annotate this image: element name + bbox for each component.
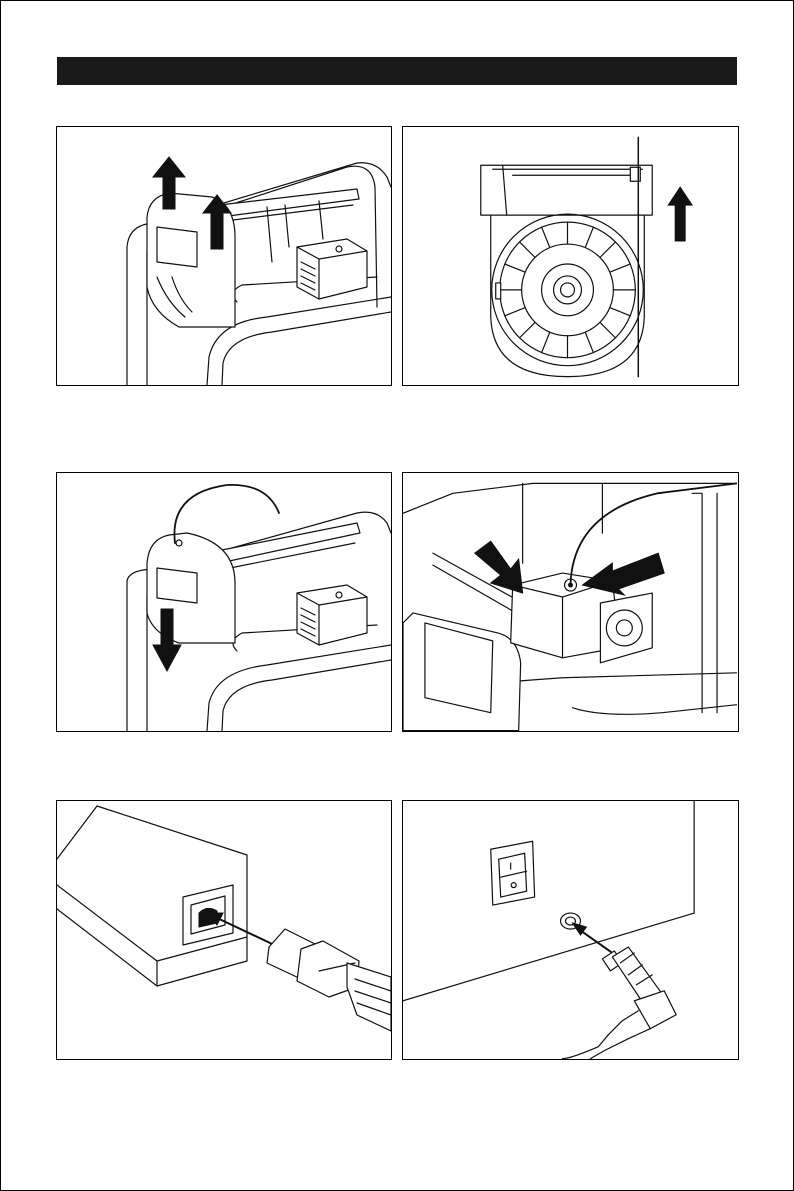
spool-holder-drawing xyxy=(403,127,737,385)
power-jack-drawing xyxy=(403,801,737,1059)
section-header-bar xyxy=(57,57,737,85)
illustration-insert-filament xyxy=(402,472,739,732)
printer-top-lower-drawing xyxy=(57,473,391,731)
illustration-lift-spool-holder xyxy=(56,126,392,386)
printer-top-lift-drawing xyxy=(57,127,391,385)
illustration-lower-cover xyxy=(56,472,392,732)
illustration-power-jack xyxy=(402,800,739,1060)
extruder-insert-drawing xyxy=(403,473,737,731)
illustration-power-adapter xyxy=(56,800,392,1060)
power-adapter-drawing xyxy=(57,801,391,1059)
illustration-filament-spool xyxy=(402,126,739,386)
